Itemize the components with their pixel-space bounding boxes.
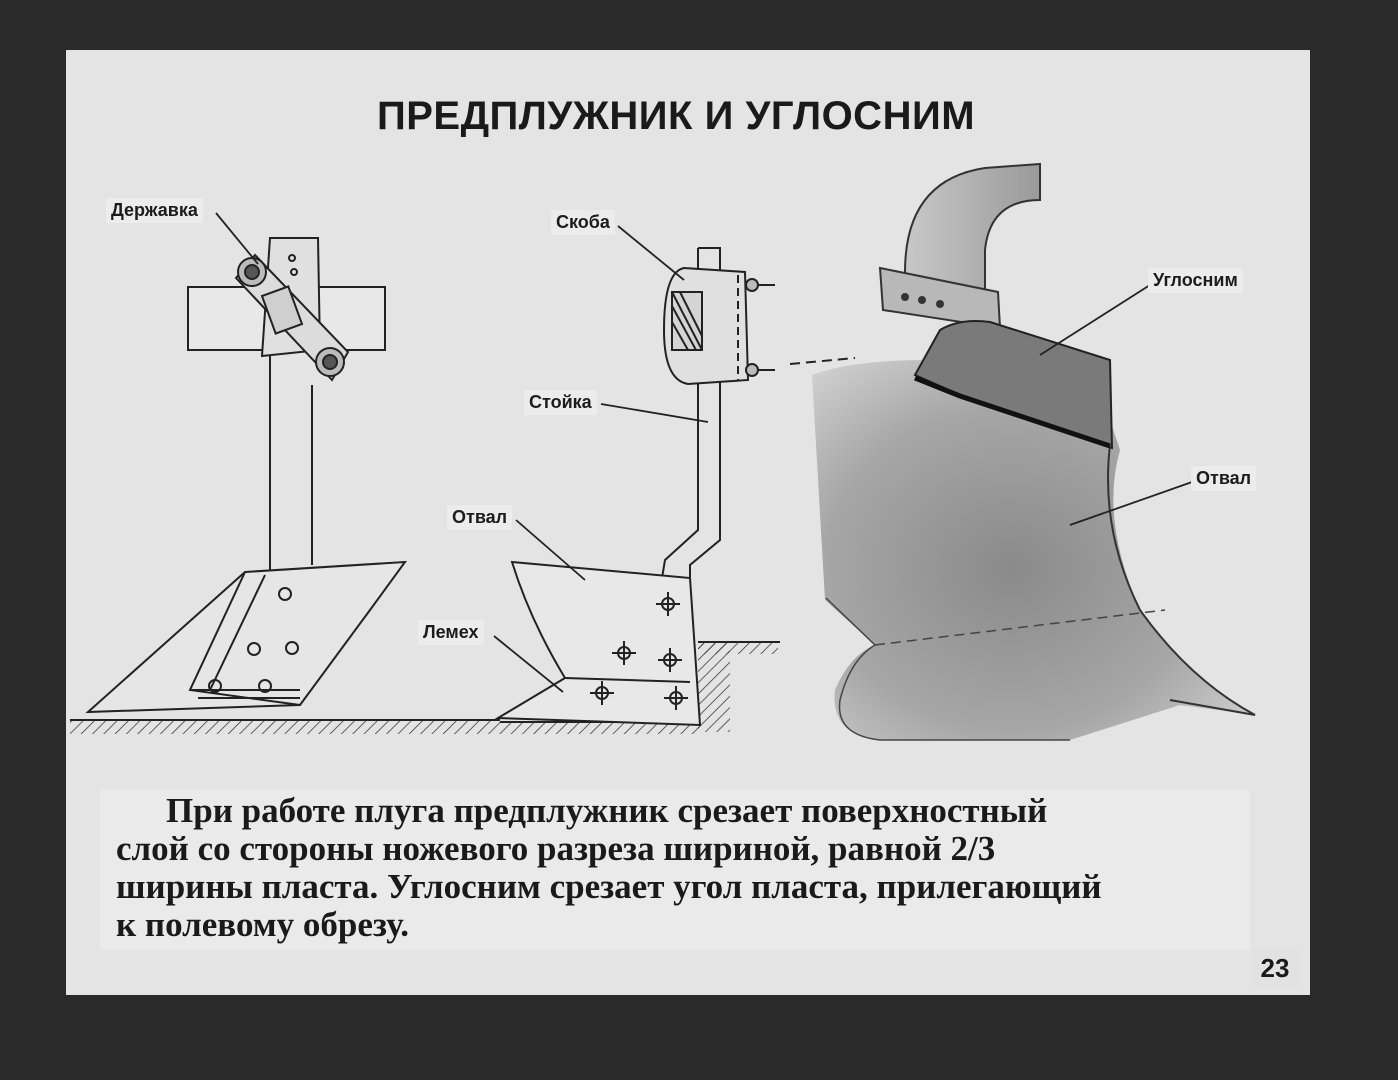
skimmer-left-view [85, 237, 408, 714]
label-holder: Державка [106, 198, 203, 223]
label-post: Стойка [524, 390, 597, 415]
caption-box: При работе плуга предплужник срезает пов… [100, 790, 1250, 950]
skimmer-middle-view [494, 247, 775, 727]
label-bracket: Скоба [551, 210, 615, 235]
label-moldboard-small: Отвал [447, 505, 513, 530]
caption-line-1: При работе плуга предплужник срезает пов… [166, 791, 1048, 830]
ground-surface [70, 641, 780, 734]
page-number: 23 [1251, 948, 1299, 988]
caption-line-4: к полевому обрезу. [116, 905, 409, 944]
label-corner-cutter: Углосним [1148, 268, 1243, 293]
caption-line-2: слой со стороны ножевого разреза шириной… [116, 829, 996, 868]
caption-line-3: ширины пласта. Углосним срезает угол пла… [116, 867, 1102, 906]
label-moldboard-large: Отвал [1191, 466, 1257, 491]
label-share: Лемех [418, 620, 484, 645]
page-title: ПРЕДПЛУЖНИК И УГЛОСНИМ [376, 94, 976, 138]
moldboard-right-view [789, 162, 1256, 741]
leader-lines [215, 212, 1193, 693]
